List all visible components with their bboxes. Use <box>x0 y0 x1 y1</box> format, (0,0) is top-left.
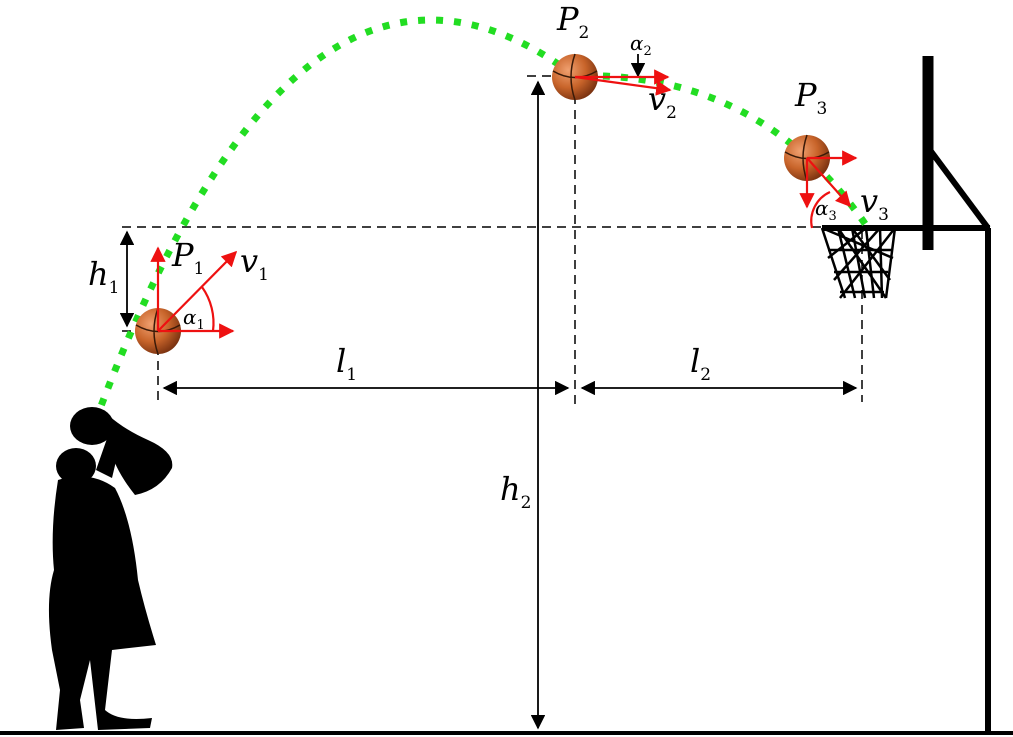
label-p3: P3 <box>794 76 827 119</box>
label-v3: v3 <box>860 182 889 225</box>
label-alpha3: α3 <box>815 196 837 224</box>
basket-net <box>820 226 897 299</box>
trajectory-path <box>91 16 871 424</box>
v1-vector <box>157 250 238 332</box>
basketball-stand <box>822 56 991 733</box>
label-v1: v1 <box>240 242 269 285</box>
label-alpha1: α1 <box>183 305 205 333</box>
alpha1-arc <box>201 286 215 332</box>
diagram-labels: P1 P2 P3 v1 v2 v3 α1 α2 α3 h1 h2 l1 l2 <box>88 0 889 513</box>
alpha3-arc <box>810 190 831 229</box>
label-l1: l1 <box>336 342 357 385</box>
dimension-arrows <box>119 54 858 730</box>
label-p2: P2 <box>556 0 589 43</box>
v3-vector <box>806 157 852 208</box>
label-v2: v2 <box>648 80 677 123</box>
label-p1: P1 <box>171 236 204 279</box>
player-silhouette <box>48 407 173 730</box>
label-h1: h1 <box>88 255 119 298</box>
velocity-vectors <box>150 69 858 339</box>
label-alpha2: α2 <box>630 31 652 59</box>
dashed-guides <box>122 75 863 408</box>
label-h2: h2 <box>500 470 531 513</box>
label-l2: l2 <box>690 342 711 385</box>
v2-vector <box>574 75 672 96</box>
